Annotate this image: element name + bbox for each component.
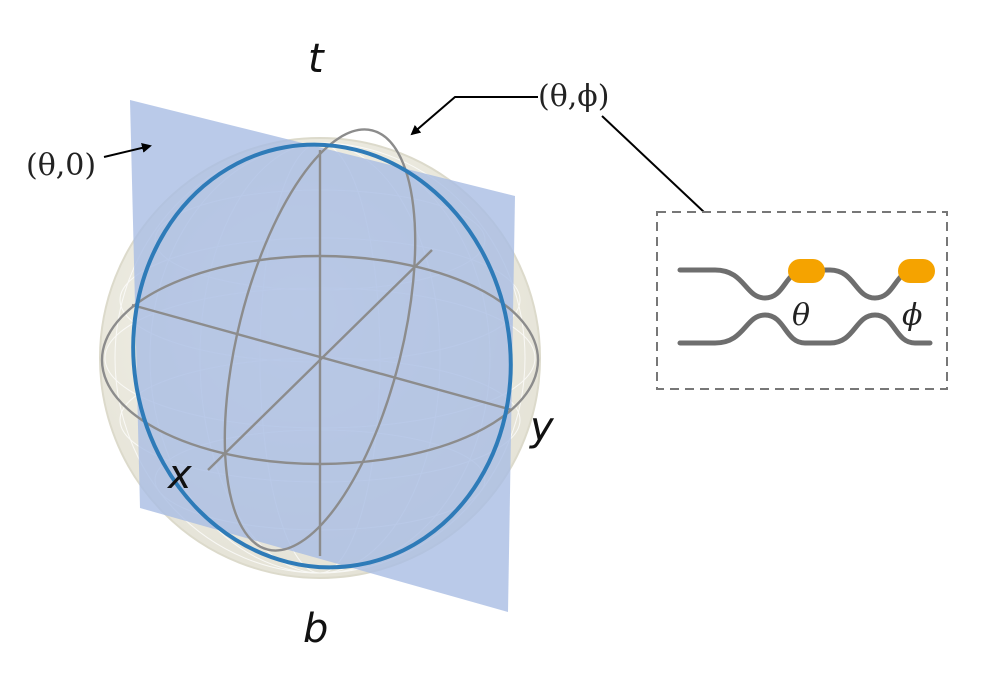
theta-phi-annotation: (θ,ϕ) xyxy=(538,79,609,114)
y-axis-line xyxy=(131,303,513,412)
inset-leader-line xyxy=(601,115,706,214)
tilted-meridian-circle xyxy=(223,128,417,552)
phase-shifter-phi xyxy=(898,259,935,283)
theta-zero-arrow xyxy=(103,142,152,158)
phase-shifter-phi-label: ϕ xyxy=(902,298,922,333)
interferometer-inset: θ ϕ xyxy=(656,211,948,390)
inset-border xyxy=(656,211,948,390)
theta-zero-annotation: (θ,0) xyxy=(26,148,96,183)
theta-zero-circle xyxy=(131,142,513,570)
x-axis-line xyxy=(207,249,433,471)
phase-shifter-theta xyxy=(788,259,825,283)
b-axis-label: b xyxy=(303,606,328,652)
x-axis-label: x xyxy=(166,452,192,498)
lower-waveguide xyxy=(677,312,933,346)
y-axis-label: y xyxy=(529,404,555,450)
phase-shifter-theta-label: θ xyxy=(792,298,810,333)
theta-phi-arrow xyxy=(410,96,538,136)
t-axis-label: t xyxy=(308,36,325,82)
axis-lines xyxy=(131,150,513,556)
